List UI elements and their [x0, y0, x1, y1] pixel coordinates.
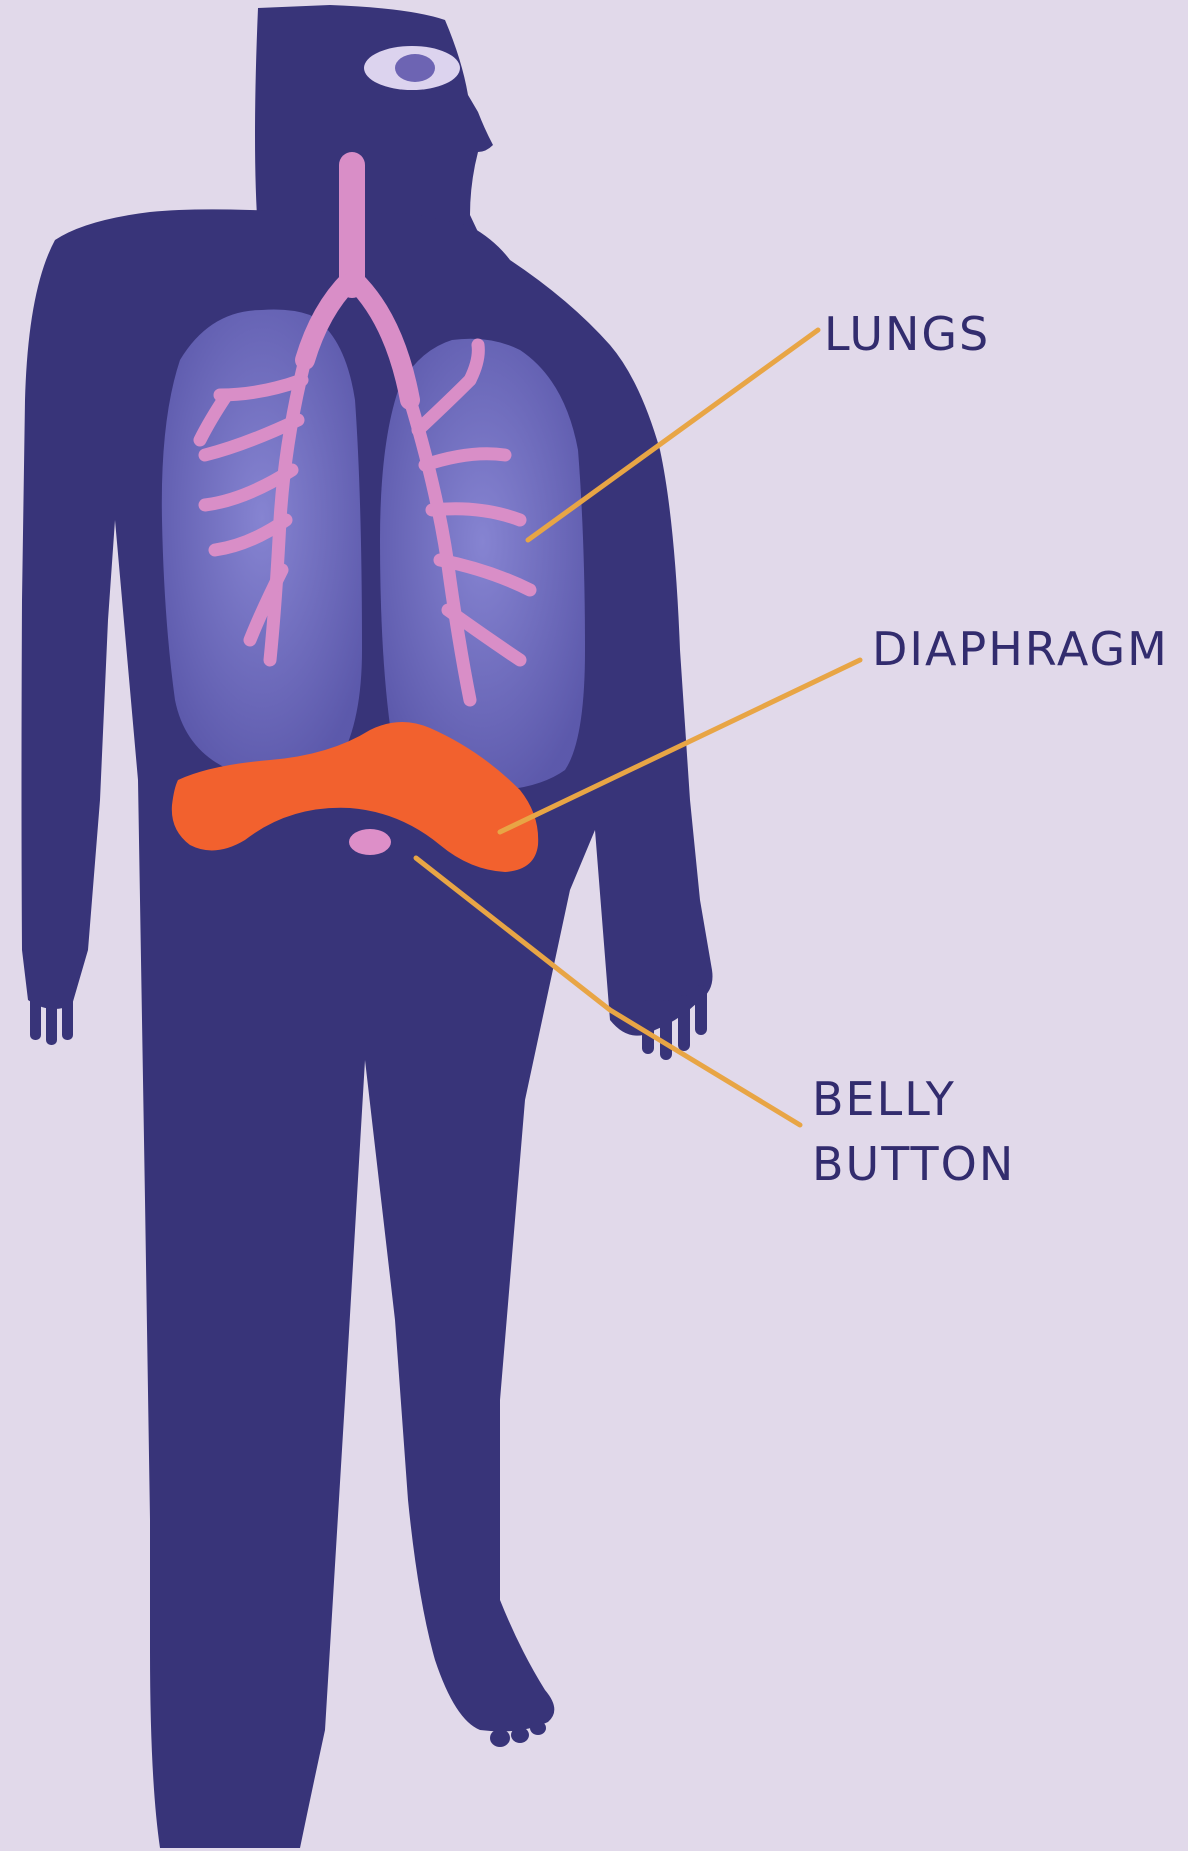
- eye: [364, 46, 460, 90]
- left-hand-finger: [46, 995, 57, 1045]
- toe: [490, 1729, 510, 1747]
- diaphragm-label: DIAPHRAGM: [872, 622, 1169, 676]
- left-hand-finger: [30, 990, 41, 1040]
- right-hand-finger: [678, 995, 690, 1051]
- right-margin-strip: [1188, 0, 1193, 1851]
- eye-iris: [395, 54, 435, 82]
- belly-button-label-line2: BUTTON: [812, 1137, 1015, 1191]
- toe: [530, 1721, 546, 1735]
- right-hand-finger: [642, 1000, 654, 1054]
- toe: [511, 1727, 529, 1743]
- left-hand-finger: [62, 992, 73, 1040]
- belly-button-label-line1: BELLY: [812, 1072, 956, 1126]
- belly-button: [349, 829, 391, 855]
- right-hand-finger: [695, 985, 707, 1035]
- right-hand-finger: [660, 1000, 672, 1060]
- lungs-label: LUNGS: [824, 307, 990, 361]
